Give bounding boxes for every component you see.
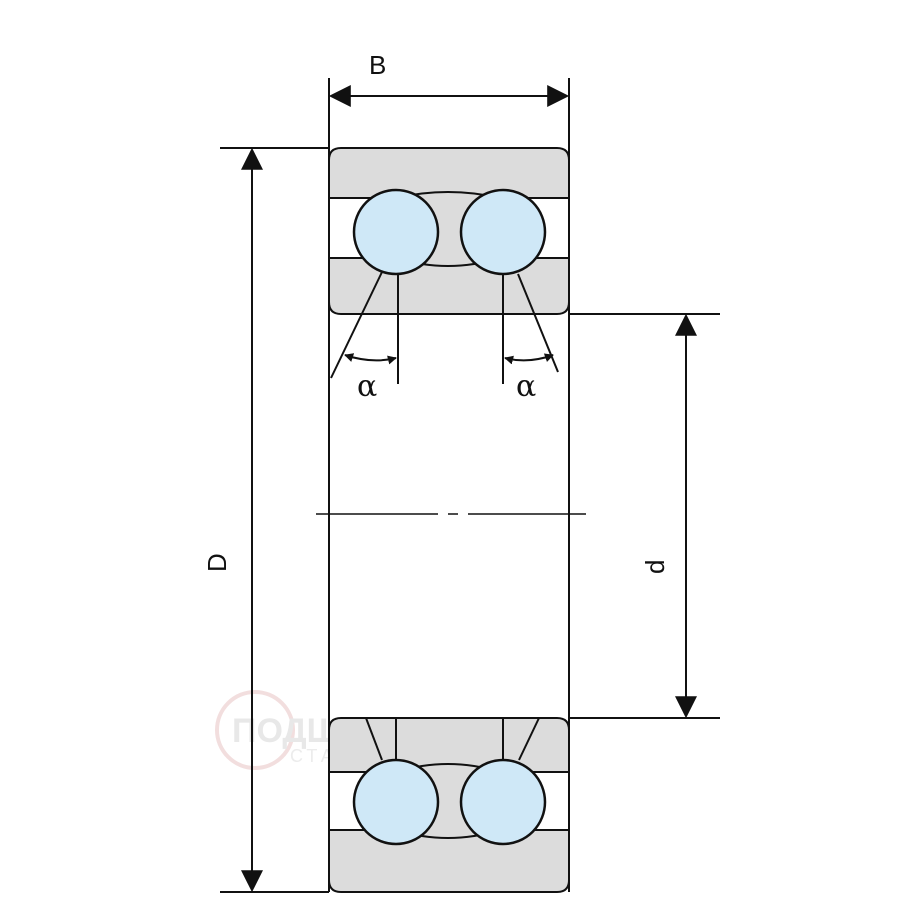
label-B: B <box>369 50 386 80</box>
label-d: d <box>640 560 670 574</box>
ball-bottom-left <box>352 758 440 846</box>
dimension-B <box>328 78 570 148</box>
ball-top-left <box>352 188 440 276</box>
dimension-d <box>569 313 720 719</box>
bottom-section <box>328 717 570 893</box>
label-D: D <box>202 553 232 572</box>
top-section <box>328 147 570 315</box>
outer-ring-bottom <box>328 829 570 893</box>
alpha-label-left: α <box>357 369 377 404</box>
inner-ring-bottom <box>328 717 570 773</box>
dimension-D <box>220 147 329 893</box>
outer-ring-top <box>328 147 570 199</box>
angle-arcs <box>344 353 554 365</box>
alpha-label-right: α <box>516 369 536 404</box>
ball-bottom-right <box>459 758 547 846</box>
ball-top-right <box>459 188 547 276</box>
